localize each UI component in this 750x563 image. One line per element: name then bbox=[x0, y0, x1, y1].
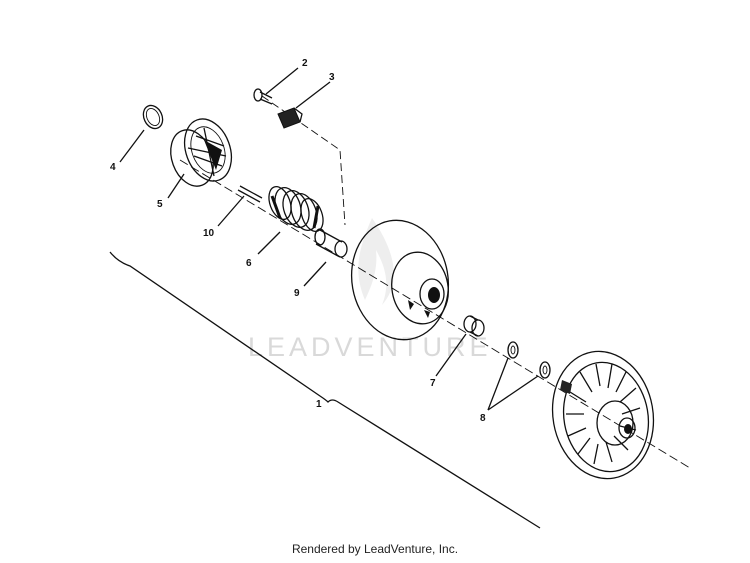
snap-ring-part bbox=[142, 104, 164, 130]
watermark-logo bbox=[358, 218, 394, 305]
spring-part bbox=[268, 186, 324, 232]
callout-9: 9 bbox=[294, 288, 300, 299]
pin-part bbox=[237, 185, 263, 203]
callout-5: 5 bbox=[157, 199, 163, 210]
callout-8: 8 bbox=[480, 413, 486, 424]
footer-credit: Rendered by LeadVenture, Inc. bbox=[291, 542, 459, 556]
callout-7: 7 bbox=[430, 378, 436, 389]
callout-10: 10 bbox=[203, 228, 215, 239]
callout-1: 1 bbox=[316, 399, 322, 410]
callout-6: 6 bbox=[246, 258, 252, 269]
assembly-bracket bbox=[109, 251, 541, 529]
fixed-sheave-part bbox=[551, 350, 655, 480]
spacer-part bbox=[463, 315, 485, 337]
leader-lines bbox=[119, 67, 539, 411]
roller-part bbox=[277, 107, 303, 129]
bushing-part bbox=[314, 228, 348, 258]
movable-sheave-part bbox=[350, 219, 450, 341]
spider-part bbox=[170, 118, 233, 187]
watermark-text: LEADVENTURE bbox=[248, 332, 492, 362]
callout-3: 3 bbox=[329, 72, 335, 83]
bolt-part bbox=[253, 88, 273, 105]
callout-4: 4 bbox=[110, 162, 116, 173]
center-axis bbox=[179, 159, 691, 469]
callout-2: 2 bbox=[302, 58, 308, 69]
washer-part bbox=[507, 341, 551, 379]
